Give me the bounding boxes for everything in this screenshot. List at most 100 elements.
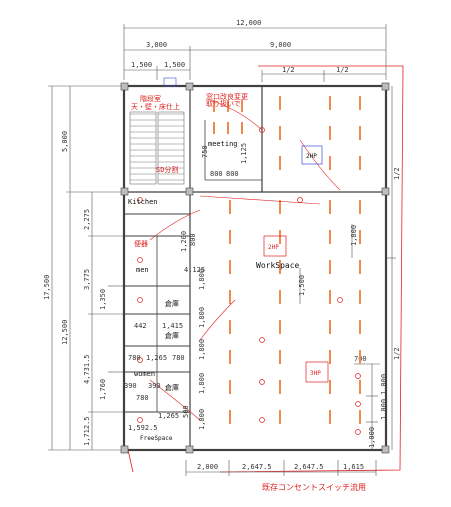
room-kitchen: Kitchen: [128, 198, 158, 206]
light-fixture: [329, 96, 331, 110]
dim-m-1800-3: 1,800: [198, 339, 206, 360]
dim-left-1350: 1,350: [99, 289, 107, 310]
dim-top-right: 9,000: [270, 41, 291, 49]
light-fixture: [359, 410, 361, 424]
bottom-note: 既存コンセントスイッチ流用: [262, 482, 366, 492]
dim-sub-2: 1,500: [164, 61, 185, 69]
dim-m-1800-2: 1,800: [198, 307, 206, 328]
light-fixture: [329, 320, 331, 334]
light-fixture: [229, 320, 231, 334]
light-fixture: [359, 230, 361, 244]
light-fixture: [227, 100, 229, 112]
light-fixture: [279, 96, 281, 110]
dim-m-1265b: 1,265: [158, 412, 179, 420]
light-fixture: [279, 320, 281, 334]
ac-unit-1-label: 2HP: [306, 153, 317, 160]
left-dimensions: [48, 85, 124, 451]
light-fixture: [229, 230, 231, 244]
top-dimensions: [123, 24, 387, 82]
light-fixture: [329, 126, 331, 140]
dim-bottom-1615: 1,615: [343, 463, 364, 471]
dim-m-1800-1: 1,800: [198, 269, 206, 290]
light-fixture: [359, 380, 361, 394]
light-fixture: [359, 126, 361, 140]
light-fixture: [241, 100, 243, 112]
light-fixture: [279, 410, 281, 424]
dim-left-4731: 4,731.5: [83, 354, 91, 384]
right-dimensions: [299, 86, 396, 450]
dim-left-3775: 3,775: [83, 269, 91, 290]
dim-half-1: 1/2: [282, 66, 295, 74]
light-fixture: [227, 122, 229, 134]
dim-m-442: 442: [134, 322, 147, 330]
light-fixture: [241, 122, 243, 134]
room-soko-1: 倉庫: [165, 299, 179, 308]
light-fixture: [329, 350, 331, 364]
dim-m-500: 500: [182, 405, 190, 418]
light-fixture: [279, 260, 281, 274]
dim-right-1500: 1,500: [298, 275, 306, 296]
light-fixture: [329, 290, 331, 304]
light-fixture: [279, 200, 281, 214]
light-fixture: [279, 290, 281, 304]
light-fixture: [359, 156, 361, 170]
ceiling-lights: [213, 96, 361, 424]
room-freespace: FreeSpace: [140, 435, 173, 442]
light-fixture: [279, 126, 281, 140]
light-fixture: [279, 156, 281, 170]
ac-unit-2: [263, 235, 287, 257]
dim-m-1800-4: 1,800: [198, 373, 206, 394]
dim-m-1200: 1,200: [180, 231, 188, 252]
light-fixture: [329, 260, 331, 274]
dim-m-1265: 1,265: [146, 354, 167, 362]
room-men: men: [136, 266, 149, 274]
dim-m-4125: 4,125: [184, 266, 205, 274]
light-fixture: [279, 380, 281, 394]
dim-m-1415: 1,415: [162, 322, 183, 330]
columns: [120, 82, 390, 454]
outlet-markers: [137, 127, 361, 435]
north-note-2: 取り扱いで: [206, 99, 241, 108]
dim-m-780b: 780: [172, 354, 185, 362]
dim-half-2: 1/2: [336, 66, 349, 74]
room-meeting: meeting: [208, 140, 238, 148]
light-fixture: [229, 350, 231, 364]
dim-top-left: 3,000: [146, 41, 167, 49]
light-fixture: [229, 410, 231, 424]
dim-left-2275: 2,275: [83, 209, 91, 230]
dim-right-1000a: 1,000: [380, 374, 388, 395]
light-fixture: [329, 200, 331, 214]
dim-m-1125: 1,125: [240, 143, 248, 164]
dim-right-1000b: 1,000: [380, 399, 388, 420]
top-opening: [163, 77, 177, 87]
dim-left-upper: 5,000: [61, 131, 69, 152]
sd-note: SD分割: [156, 165, 178, 174]
light-fixture: [329, 410, 331, 424]
light-fixture: [229, 380, 231, 394]
light-fixture: [359, 96, 361, 110]
dim-bottom-2647b: 2,647.5: [294, 463, 324, 471]
dim-m-1800-5: 1,800: [198, 409, 206, 430]
light-fixture: [359, 350, 361, 364]
light-fixture: [329, 380, 331, 394]
stairs-note-2: 天・壁・床仕上: [131, 102, 180, 111]
dim-bottom-2000: 2,000: [197, 463, 218, 471]
light-fixture: [213, 122, 215, 134]
dim-sub-1: 1,500: [131, 61, 152, 69]
dim-left-total: 17,500: [43, 275, 51, 300]
dim-bottom-2647a: 2,647.5: [242, 463, 272, 471]
light-fixture: [359, 260, 361, 274]
room-soko-3: 倉庫: [165, 383, 179, 392]
dim-right-1000c: 1,000: [368, 427, 376, 448]
stair-steps: [130, 113, 184, 181]
dim-m-390a: 390: [124, 382, 137, 390]
dim-m-800c: 800: [189, 233, 197, 246]
dim-m-780a: 780: [128, 354, 141, 362]
light-fixture: [279, 350, 281, 364]
dim-right-half-1: 1/2: [393, 167, 401, 180]
toilet-note: 便器: [134, 239, 148, 248]
dim-right-half-2: 1/2: [393, 347, 401, 360]
light-fixture: [229, 200, 231, 214]
dim-top-total: 12,000: [236, 19, 261, 27]
